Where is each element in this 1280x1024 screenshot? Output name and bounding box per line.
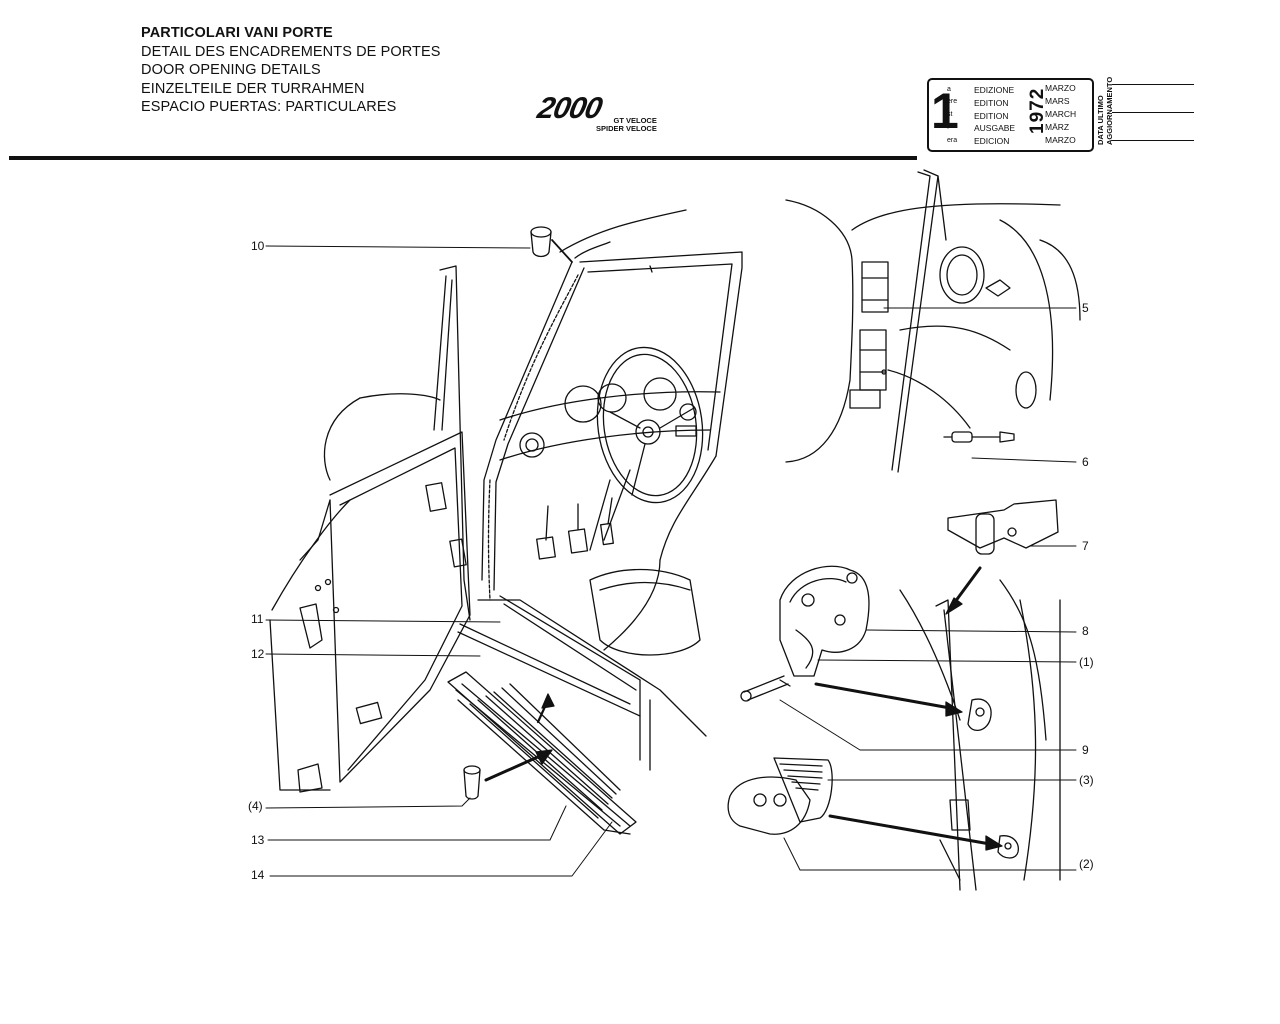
callout-4: (4): [248, 799, 263, 813]
leader-lines: [265, 245, 1077, 877]
callout-9: 9: [1082, 743, 1089, 757]
edition-box: 1 a ère st . era EDIZIONE EDITION EDITIO…: [927, 78, 1094, 152]
edition-month: MÄRZ: [1045, 122, 1070, 132]
striker-parts: [727, 499, 1061, 891]
edition-month: MARCH: [1045, 109, 1077, 119]
door-interior-illustration: [269, 209, 743, 793]
variant-gt-veloce: GT VELOCE: [613, 116, 657, 125]
callout-14: 14: [251, 868, 265, 882]
callout-8: 8: [1082, 624, 1089, 638]
edition-suffix: st: [947, 111, 953, 118]
edition-month: MARS: [1045, 96, 1070, 106]
callout-6: 6: [1082, 455, 1089, 469]
update-line: [1112, 140, 1194, 141]
edition-word: EDITION: [974, 98, 1009, 108]
title-german: EINZELTEILE DER TURRAHMEN: [141, 80, 365, 97]
update-line: [1112, 112, 1194, 113]
callout-12: 12: [251, 647, 265, 661]
callout-2: (2): [1079, 857, 1094, 871]
edition-suffix: ère: [947, 98, 958, 105]
edition-suffix: era: [947, 137, 958, 144]
grommet-part-4: [463, 749, 553, 800]
page-title-block: PARTICOLARI VANI PORTE DETAIL DES ENCADR…: [141, 24, 441, 117]
title-french: DETAIL DES ENCADREMENTS DE PORTES: [141, 43, 441, 60]
edition-month: MARZO: [1045, 135, 1076, 145]
update-line: [1112, 84, 1194, 85]
title-english: DOOR OPENING DETAILS: [141, 62, 321, 79]
edition-suffix: a: [947, 86, 951, 93]
edition-word: AUSGABE: [974, 123, 1016, 133]
callout-1: (1): [1079, 655, 1094, 669]
cap-part-10: [530, 226, 573, 263]
callout-5: 5: [1082, 301, 1089, 315]
edition-word: EDIZIONE: [974, 85, 1015, 95]
edition-month: MARZO: [1045, 83, 1076, 93]
variant-spider-veloce: SPIDER VELOCE: [596, 124, 657, 133]
title-spanish: ESPACIO PUERTAS: PARTICULARES: [141, 99, 397, 116]
edition-word: EDICION: [974, 136, 1010, 146]
edition-number: 1: [931, 83, 959, 139]
edition-suffix: .: [947, 124, 949, 131]
callout-3: (3): [1079, 773, 1094, 787]
hinge-illustration: [785, 169, 1081, 473]
callout-11: 11: [251, 612, 264, 626]
edition-word: EDITION: [974, 111, 1009, 121]
model-variants: GT VELOCE SPIDER VELOCE: [596, 117, 657, 133]
callout-7: 7: [1082, 539, 1089, 553]
callout-10: 10: [251, 239, 265, 253]
header-rule: [9, 156, 917, 160]
title-italian: PARTICOLARI VANI PORTE: [141, 25, 333, 41]
callout-13: 13: [251, 833, 265, 847]
